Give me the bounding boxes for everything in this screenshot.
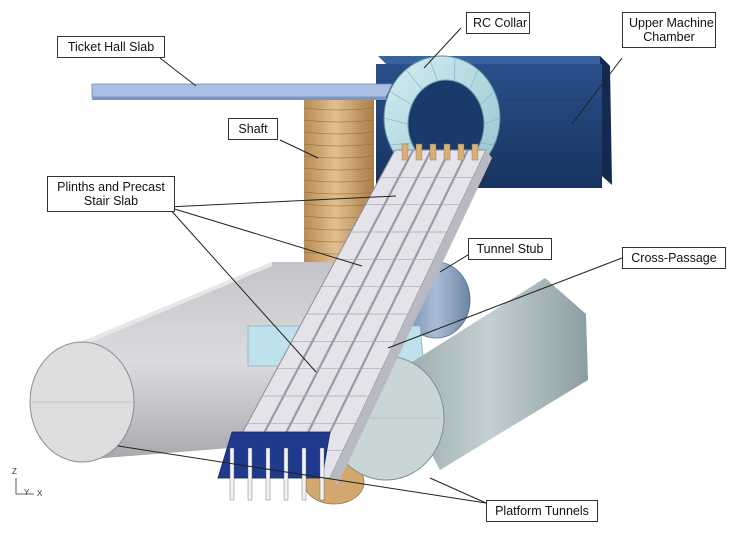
stair-top-fin xyxy=(429,143,437,161)
callout-rc-collar: RC Collar xyxy=(466,12,530,34)
shaft-ring xyxy=(303,143,375,147)
callout-upper-machine-chamber: Upper Machine Chamber xyxy=(622,12,716,48)
shaft-ring xyxy=(303,155,375,159)
callout-plinths-stair-slab: Plinths and Precast Stair Slab xyxy=(47,176,175,212)
stair-top-fin xyxy=(401,143,409,161)
shaft-ring xyxy=(303,191,375,195)
collar-segment-line xyxy=(383,117,409,125)
shaft-ring xyxy=(303,107,375,111)
callout-platform-tunnels: Platform Tunnels xyxy=(486,500,598,522)
callout-shaft: Shaft xyxy=(228,118,278,140)
label-plinths-1: Plinths and Precast xyxy=(57,180,165,194)
callout-cross-passage: Cross-Passage xyxy=(622,247,726,269)
label-upper-machine-chamber-2: Chamber xyxy=(643,30,695,44)
label-shaft: Shaft xyxy=(238,122,268,136)
callout-ticket-hall-slab: Ticket Hall Slab xyxy=(57,36,165,58)
stair-fin xyxy=(247,447,253,501)
shaft-ring xyxy=(303,179,375,183)
stair-fin xyxy=(301,447,307,501)
stair-top-fin xyxy=(457,143,465,161)
collar-segment-line xyxy=(469,69,479,90)
stair-fin xyxy=(319,447,325,501)
stair-slab xyxy=(217,143,492,501)
collar-segment-line xyxy=(480,142,495,146)
label-platform-tunnels: Platform Tunnels xyxy=(495,504,589,518)
axis-label-z: Z xyxy=(12,467,17,476)
stair-fin xyxy=(283,447,289,501)
collar-segment-line xyxy=(405,69,423,90)
stair-top-fin xyxy=(471,143,479,161)
stair-top-fin xyxy=(443,143,451,161)
axis-label-y: Y xyxy=(24,488,30,497)
label-tunnel-stub: Tunnel Stub xyxy=(476,242,544,256)
label-cross-passage: Cross-Passage xyxy=(631,251,717,265)
label-ticket-hall-slab: Ticket Hall Slab xyxy=(67,40,155,54)
callout-tunnel-stub: Tunnel Stub xyxy=(468,238,552,260)
collar-segment-line xyxy=(389,90,412,106)
leader-lines xyxy=(117,27,623,504)
shaft-ring xyxy=(303,167,375,171)
stair-top-fin xyxy=(415,143,423,161)
ticket-hall-slab xyxy=(91,83,393,100)
shaft-ring xyxy=(303,131,375,135)
label-upper-machine-chamber-1: Upper Machine xyxy=(629,16,714,30)
axis-label-x: X xyxy=(37,489,43,498)
collar-segment-line xyxy=(389,142,412,146)
shaft-ring xyxy=(303,119,375,123)
collar-segment-line xyxy=(483,117,501,125)
label-plinths-2: Stair Slab xyxy=(83,194,139,208)
axis-triad xyxy=(15,478,34,495)
stair-fin xyxy=(265,447,271,501)
rc-collar xyxy=(383,55,501,181)
collar-segment-line xyxy=(480,90,495,106)
label-rc-collar: RC Collar xyxy=(473,16,528,30)
stair-fin xyxy=(229,447,235,501)
